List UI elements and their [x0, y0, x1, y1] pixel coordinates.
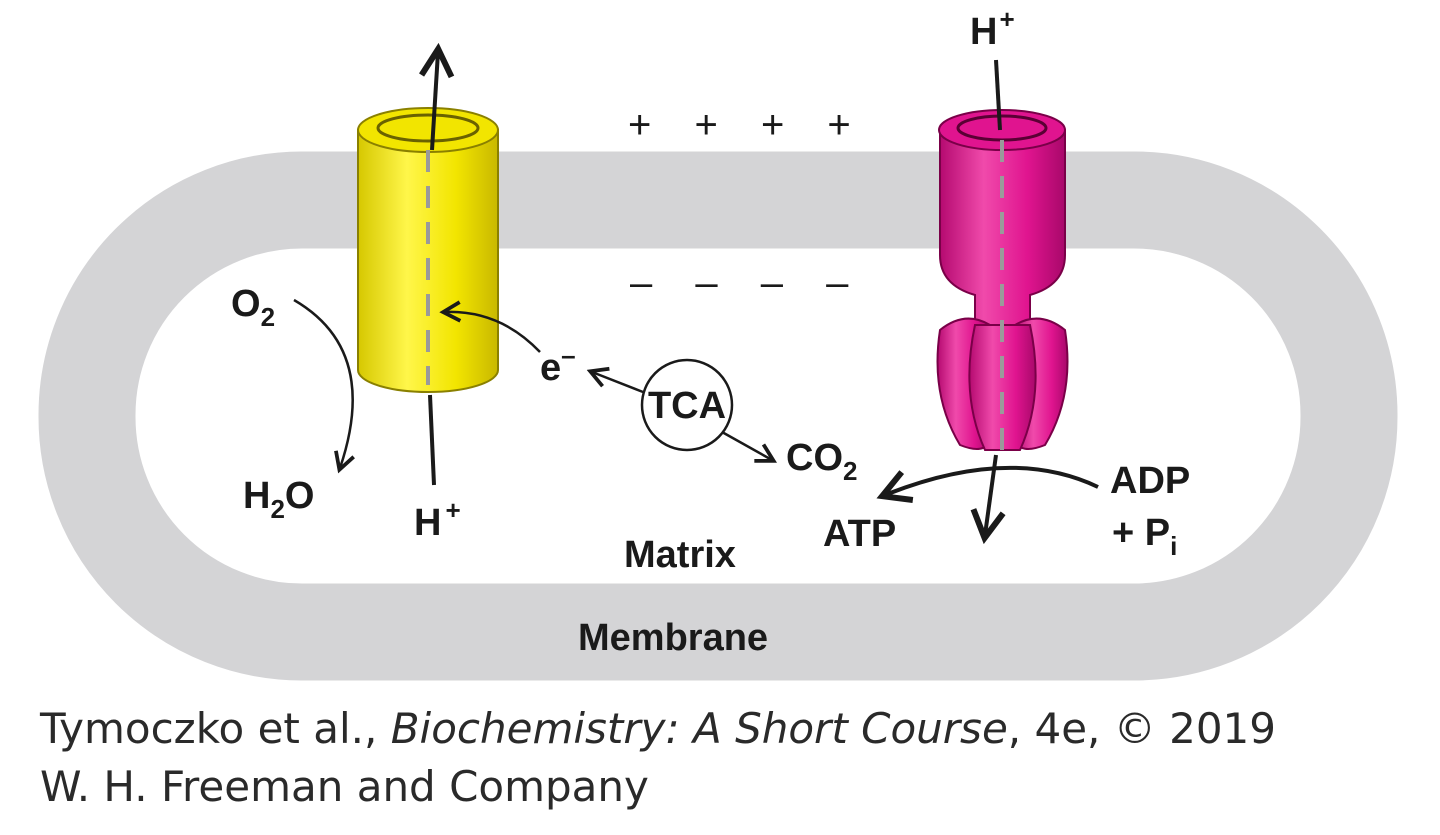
electron-arrow [445, 312, 541, 353]
book-title: Biochemistry: A Short Course [390, 704, 1008, 753]
h-plus-matrix-label: H+ [414, 495, 461, 544]
matrix-label: Matrix [624, 534, 736, 576]
plus-charges: + + + + [628, 103, 867, 147]
tca-label: TCA [648, 385, 726, 427]
atp-synthesis-arrow [885, 465, 1099, 495]
membrane-ring [38, 151, 1398, 681]
magenta-rotor-icon [936, 109, 1069, 451]
tca-to-electron-arrow [592, 372, 644, 394]
proton-line-bottom [428, 394, 436, 486]
mitochondrion-diagram: + + + + – – – – O2 H2O H+ H+ e– TCA CO2 … [38, 4, 1398, 681]
oxygen-reduction-arrow [293, 298, 353, 468]
tca-to-co2-arrow [721, 430, 772, 460]
credit-line-2: W. H. Freeman and Company [40, 762, 649, 811]
pi-label: + Pi [1112, 512, 1177, 561]
figure-credit: Tymoczko et al., Biochemistry: A Short C… [40, 700, 1276, 816]
o2-label: O2 [231, 283, 275, 332]
co2-label: CO2 [786, 437, 857, 486]
tca-cycle-circle [640, 358, 734, 452]
credit-line-1: Tymoczko et al., Biochemistry: A Short C… [40, 704, 1276, 753]
h2o-label: H2O [243, 475, 314, 524]
proton-arrow-up [432, 52, 438, 151]
atp-label: ATP [823, 513, 896, 555]
synthase-proton-line-top [994, 59, 1002, 131]
electron-label: e– [540, 340, 576, 389]
diagram-canvas: + + + + – – – – O2 H2O H+ H+ e– TCA CO2 … [38, 4, 1398, 681]
minus-charges: – – – – [630, 261, 864, 305]
adp-label: ADP [1110, 460, 1190, 502]
membrane-label: Membrane [578, 617, 768, 659]
h-plus-intermembrane-label: H+ [970, 4, 1015, 53]
